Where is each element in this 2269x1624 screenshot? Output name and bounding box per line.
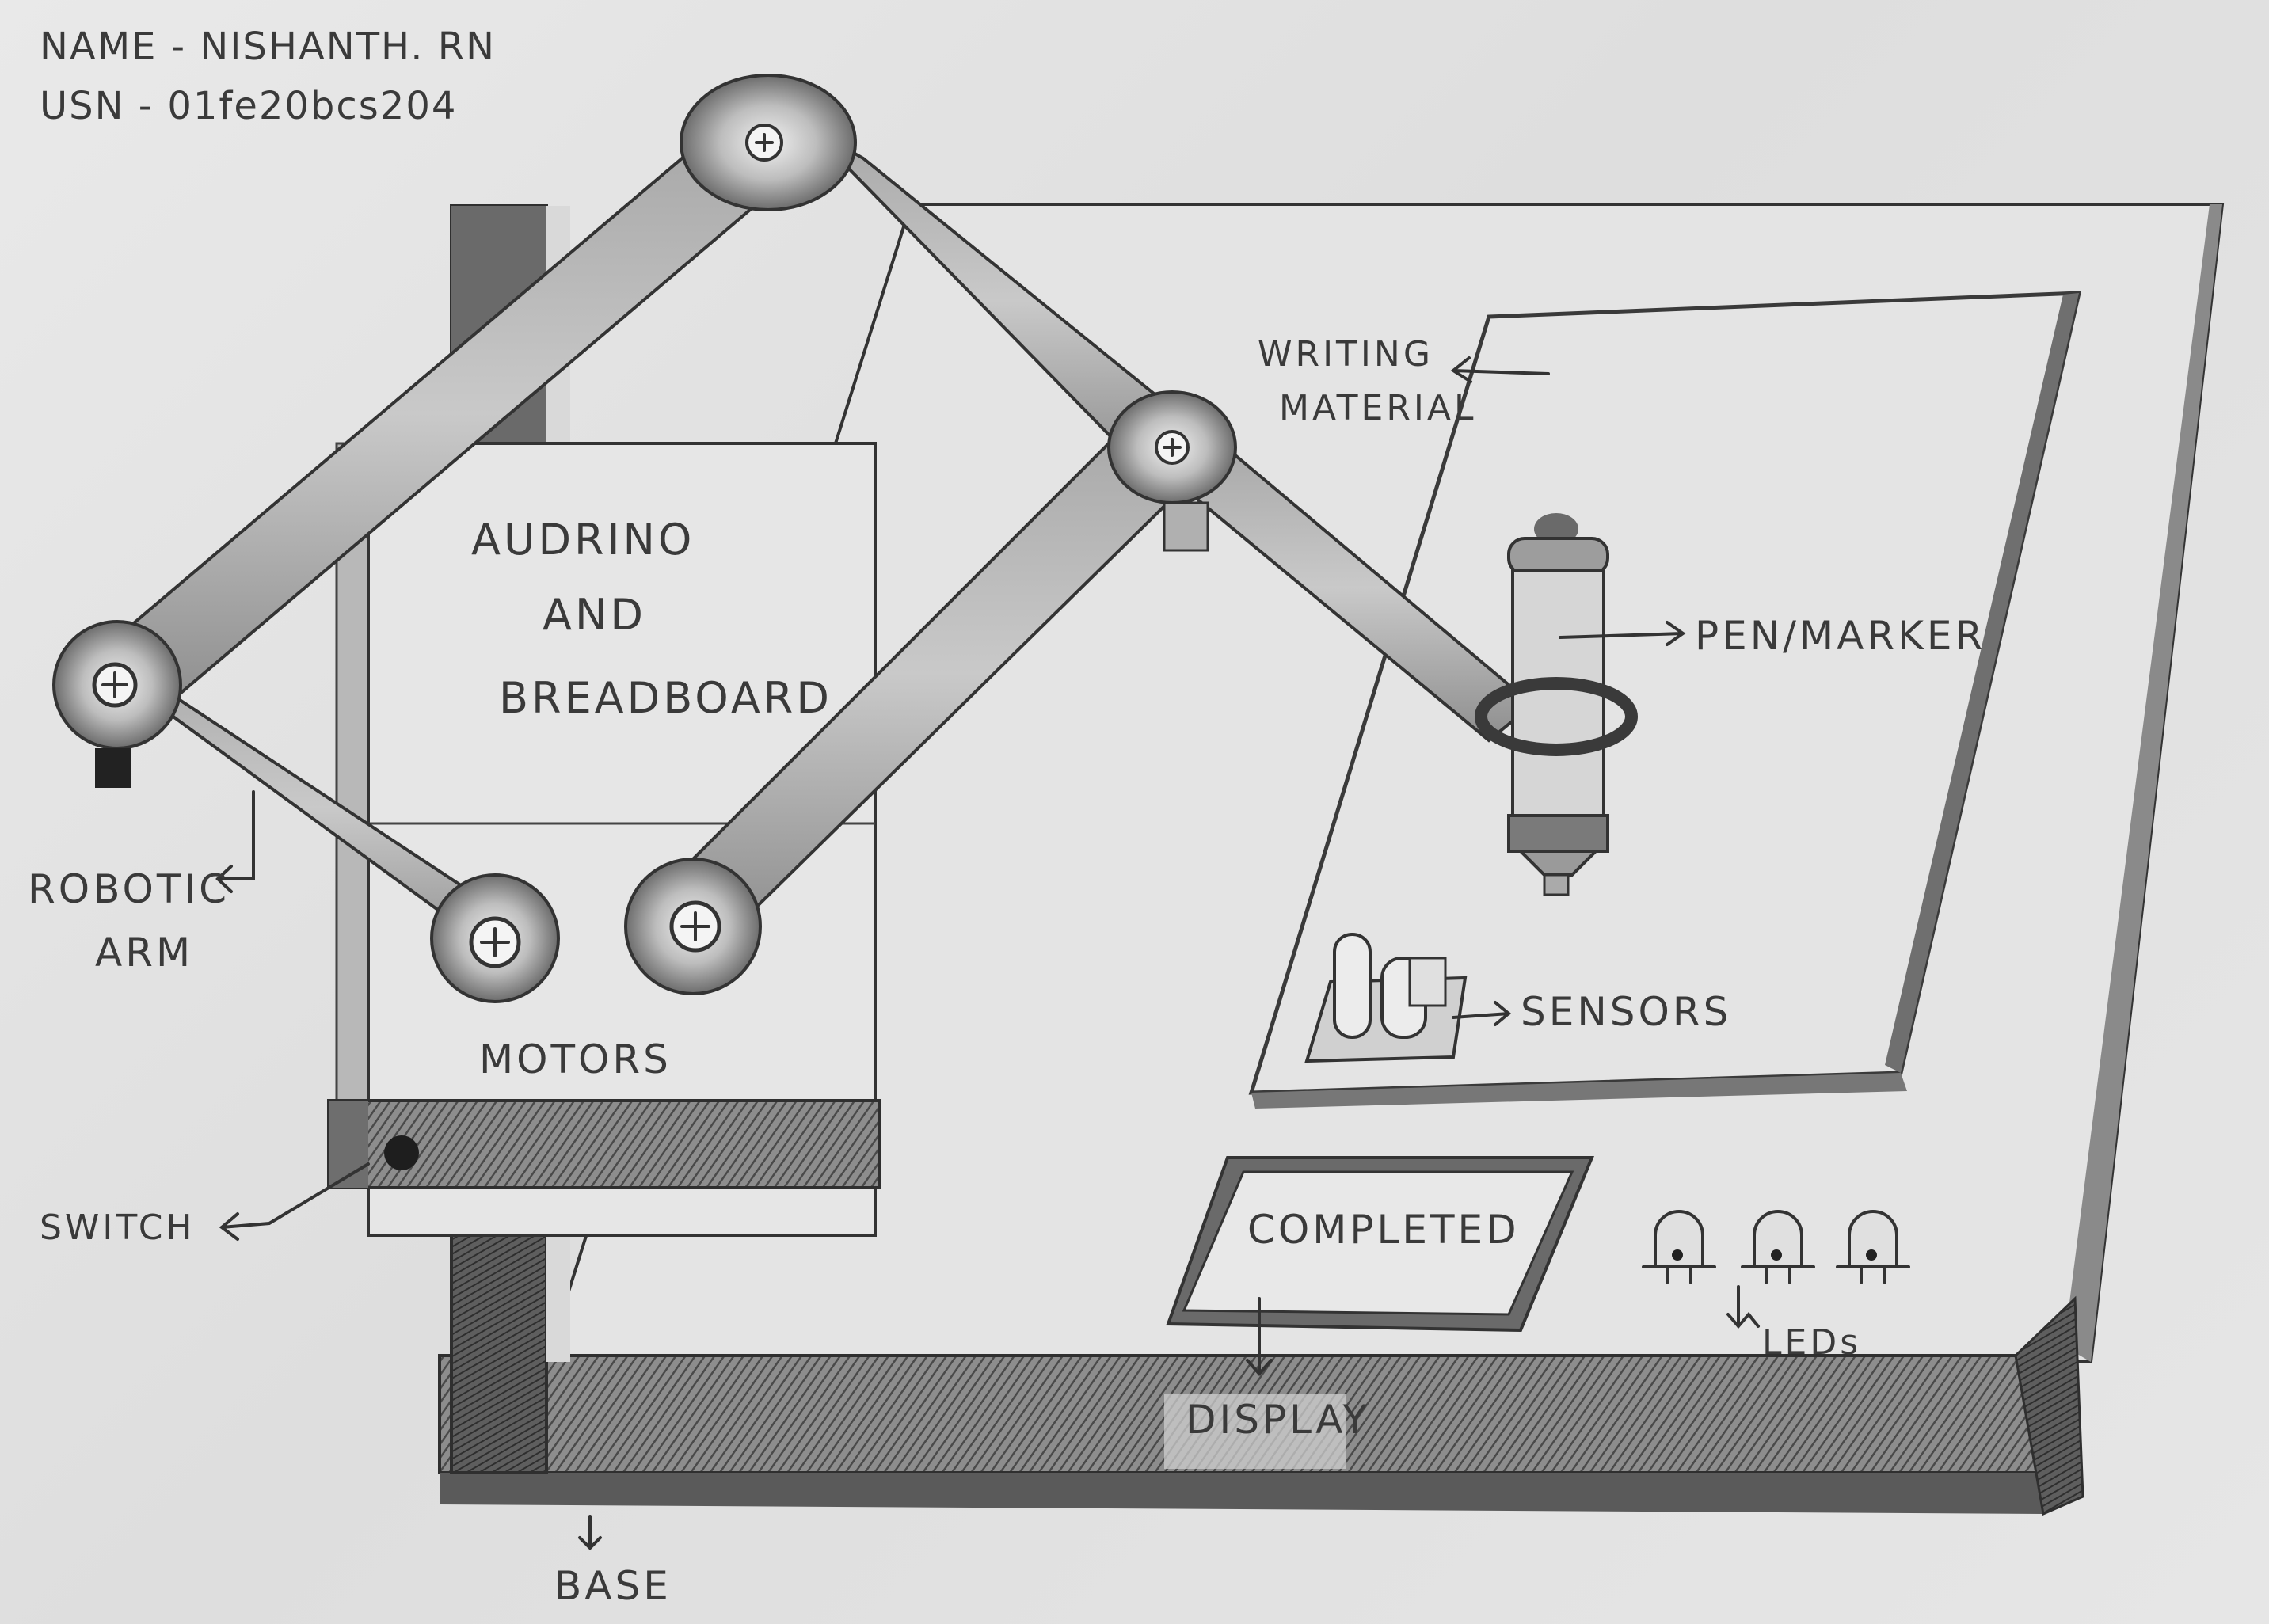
top-joint [681, 75, 855, 210]
writing-material-label-2: MATERIAL [1279, 388, 1477, 428]
name-line: NAME - NISHANTH. RN [40, 25, 496, 69]
robotic-arm-label-2: ARM [95, 930, 193, 976]
audrino-label-3: BREADBOARD [499, 673, 832, 723]
audrino-label-2: AND [543, 590, 646, 640]
usn-line: USN - 01fe20bcs204 [40, 84, 457, 128]
writing-material-label-1: WRITING [1258, 334, 1433, 375]
display-screen: COMPLETED [1168, 1158, 1592, 1330]
left-joint [54, 622, 181, 788]
sensors-label: SENSORS [1521, 989, 1731, 1035]
display-label: DISPLAY [1186, 1397, 1370, 1443]
base-label: BASE [554, 1563, 672, 1609]
leds-label: LEDs [1762, 1322, 1861, 1363]
switch-label: SWITCH [40, 1208, 196, 1248]
pen-marker-label: PEN/MARKER [1695, 613, 1985, 659]
audrino-label-1: AUDRINO [471, 515, 695, 565]
switch-button[interactable] [384, 1135, 419, 1170]
display-text: COMPLETED [1247, 1207, 1520, 1253]
motor-left [432, 875, 558, 1002]
motors-label: MOTORS [479, 1036, 672, 1082]
robotic-arm-label-1: ROBOTIC [28, 866, 230, 912]
motor-right [626, 859, 760, 994]
